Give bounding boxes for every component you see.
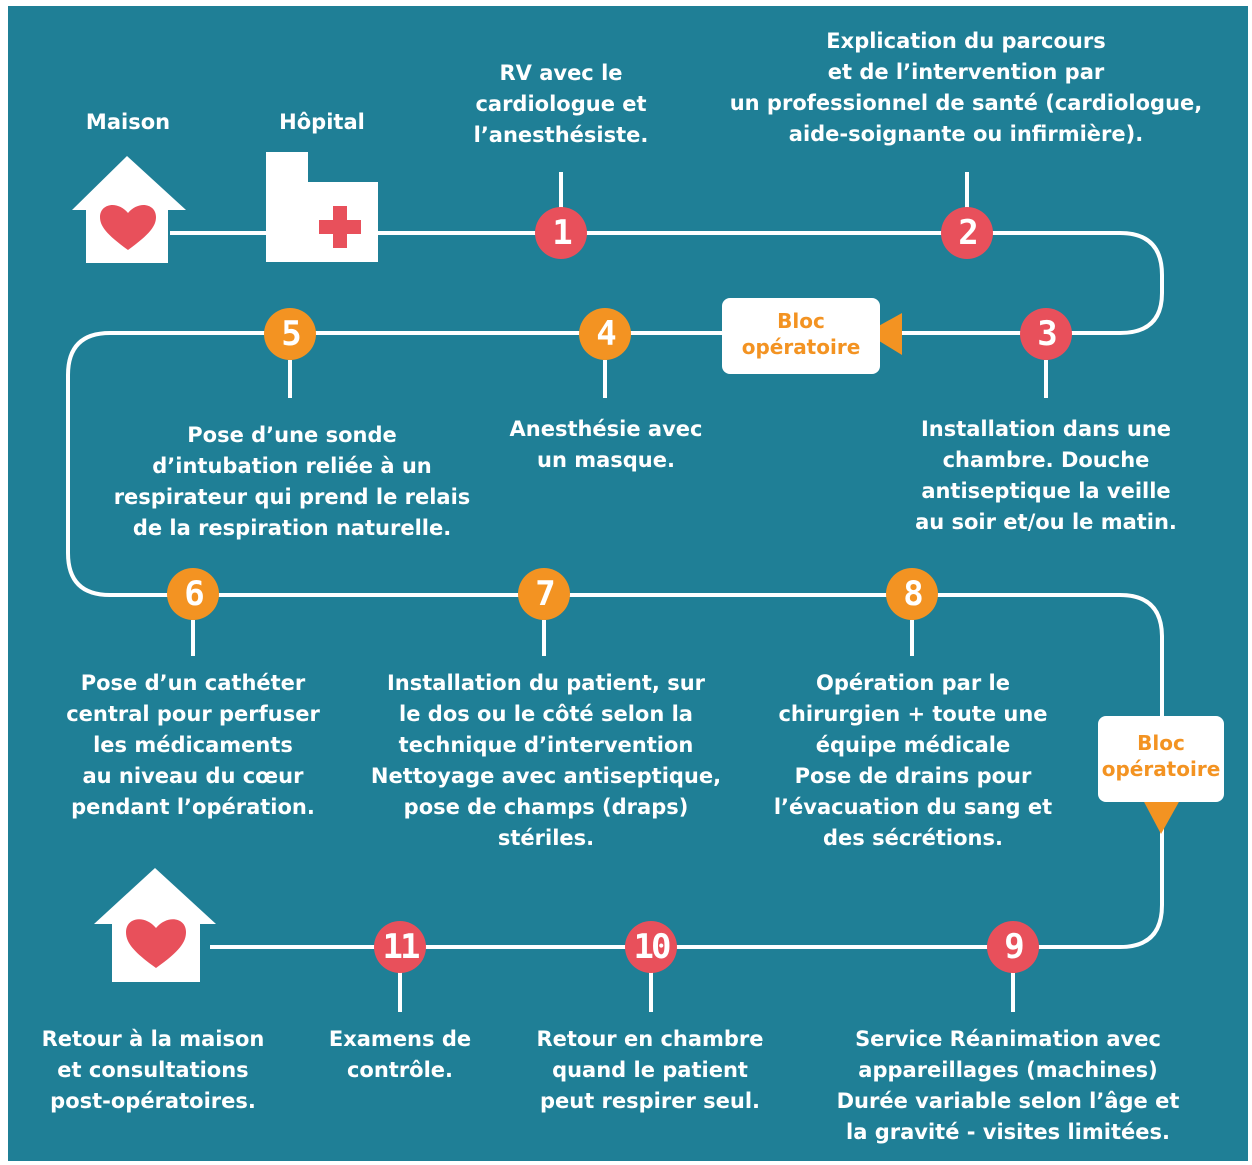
retour-text: Retour à la maison et consultations post… (41, 1027, 265, 1113)
step-text-6: Pose d’un cathéter central pour perfuser… (66, 671, 320, 819)
hospital-cross-icon (266, 152, 378, 262)
step-text-1: RV avec le cardiologue et l’anesthésiste… (473, 61, 649, 147)
step-text-9: Service Réanimation avec appareillages (… (836, 1027, 1180, 1144)
step-badge-5: 5 (264, 308, 316, 360)
place-maison: Maison (85, 110, 171, 134)
place-hopital: Hôpital (279, 110, 365, 134)
path-line (66, 231, 1164, 949)
arrow-down-icon (1143, 800, 1180, 834)
step-text-4: Anesthésie avec un masque. (509, 417, 703, 472)
step-text-3: Installation dans une chambre. Douche an… (915, 417, 1177, 534)
step-text-11: Examens de contrôle. (328, 1027, 472, 1082)
home-heart-icon (94, 868, 216, 982)
step-badge-6: 6 (167, 568, 219, 620)
step-badge-2: 2 (941, 207, 993, 259)
step-badge-1: 1 (535, 207, 587, 259)
step-text-7: Installation du patient, sur le dos ou l… (370, 671, 722, 850)
bloc-operatoire-box: Bloc opératoire (1098, 716, 1224, 802)
step-badge-10: 10 (625, 921, 677, 973)
step-text-8: Opération par le chirurgien + toute une … (773, 671, 1053, 850)
step-text-5: Pose d’une sonde d’intubation reliée à u… (113, 423, 471, 540)
step-text-2: Explication du parcours et de l’interven… (729, 29, 1203, 146)
step-badge-8: 8 (886, 568, 938, 620)
bloc-operatoire-box: Bloc opératoire (722, 298, 880, 374)
home-heart-icon (72, 156, 186, 263)
step-badge-11: 11 (374, 921, 426, 973)
arrow-left-icon (866, 313, 902, 355)
step-badge-4: 4 (579, 308, 631, 360)
step-badge-3: 3 (1020, 308, 1072, 360)
step-badge-9: 9 (987, 921, 1039, 973)
step-badge-7: 7 (518, 568, 570, 620)
step-text-10: Retour en chambre quand le patient peut … (536, 1027, 764, 1113)
